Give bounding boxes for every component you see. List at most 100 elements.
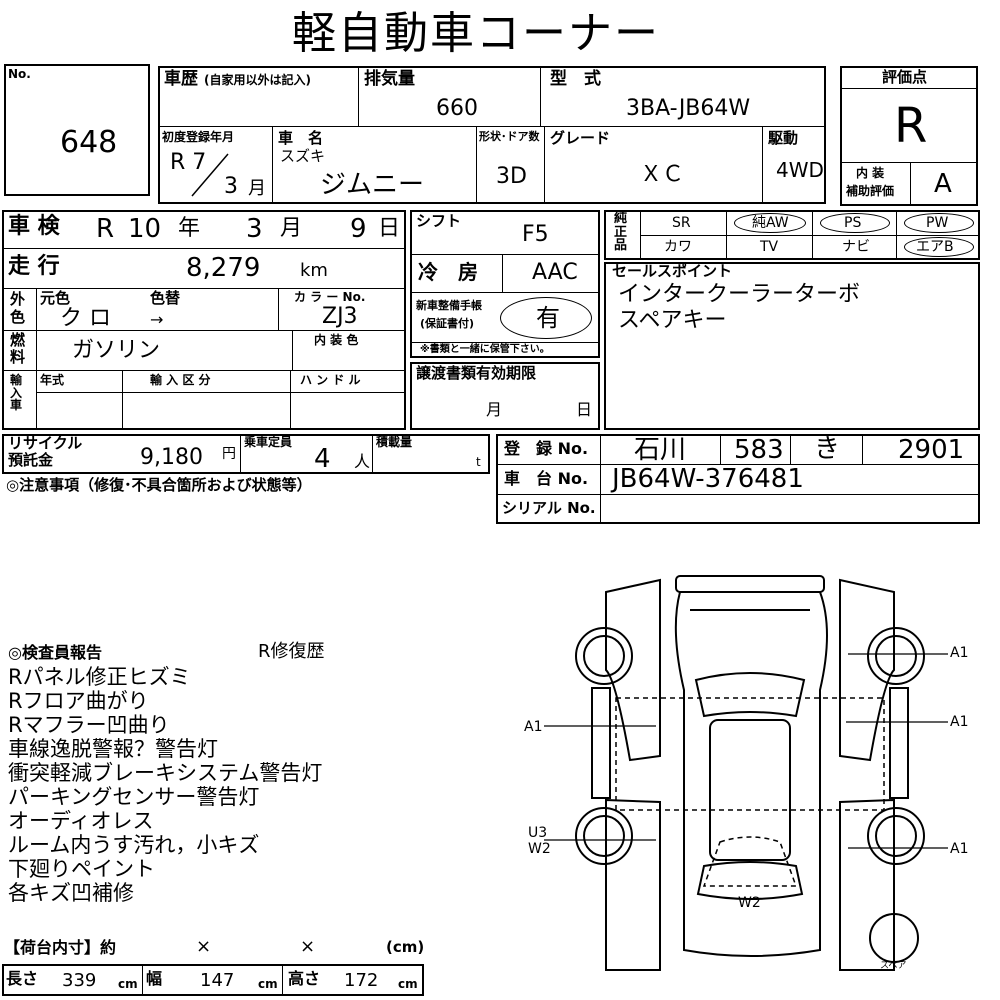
inspector-repair: R修復歴 — [258, 641, 325, 662]
diagram-label-a1-top-right: A1 — [950, 645, 969, 661]
recycle-label-1: リサイクル — [8, 434, 83, 452]
first-reg-month-unit: 月 — [248, 178, 266, 199]
cargo-hei: 172 — [344, 970, 379, 991]
mid-left-grid — [2, 210, 406, 430]
option-ps: PS — [844, 215, 862, 231]
fuel-value: ガソリン — [72, 338, 161, 363]
inspector-line: 車線逸脱警報？警告灯 — [8, 737, 218, 761]
lot-box — [4, 64, 150, 196]
chassis-label: 車 台 No. — [504, 469, 589, 488]
inspector-line: パーキングセンサー警告灯 — [8, 785, 260, 809]
lot-label: No. — [8, 67, 31, 81]
car-name-label: 車 名 — [278, 129, 324, 147]
doors-value: 3D — [496, 164, 527, 189]
inspector-line: Rパネル修正ヒズミ — [8, 665, 191, 689]
diagram-label-a1-mid-right: A1 — [950, 714, 969, 730]
sales-point-line-2: スペアキー — [618, 308, 727, 333]
first-reg-era: R 7 — [170, 150, 207, 175]
displacement-value: 660 — [436, 96, 478, 121]
aircon-label: 冷 房 — [418, 260, 478, 284]
manual-label-2: (保証書付) — [420, 317, 475, 330]
history-note: (自家用以外は記入) — [204, 73, 311, 87]
inspector-line: Rマフラー凹曲り — [8, 713, 170, 737]
inspection-year-unit: 年 — [178, 216, 201, 241]
outer-color-label-2: 色 — [10, 308, 26, 326]
import-handle-label: ハ ン ド ル — [300, 373, 361, 387]
mid-center-grid — [410, 210, 600, 358]
model-label: 型 式 — [550, 69, 601, 89]
inspection-year: 10 — [128, 214, 162, 244]
history-label: 車歴 — [164, 69, 198, 89]
chassis-value: JB64W-376481 — [612, 464, 804, 494]
grade-value: ＸＣ — [640, 162, 685, 187]
registration-grid — [496, 434, 980, 524]
cargo-label: 【荷台内寸】約 — [4, 938, 117, 957]
transfer-box — [410, 362, 600, 430]
inspector-label: ◎検査員報告 — [8, 643, 102, 662]
option-alloy-wheel: 純AW — [752, 215, 789, 231]
inspection-day: 9 — [350, 214, 367, 244]
fuel-label-2: 料 — [10, 348, 26, 366]
transfer-day-unit: 日 — [576, 400, 593, 419]
option-navi: ナビ — [842, 239, 870, 255]
color-code-label: カ ラ ー No. — [294, 290, 366, 304]
diagram-label-a1-bottom-right: A1 — [950, 841, 969, 857]
color-arrow: → — [150, 310, 164, 329]
doors-label: 形状･ドア数 — [479, 130, 540, 143]
cargo-wid-unit: cm — [258, 977, 278, 991]
options-label: 純正品 — [614, 211, 628, 254]
recycle-unit: 円 — [222, 446, 236, 462]
cargo-hei-label: 高さ — [288, 969, 321, 988]
manual-oval — [500, 297, 592, 339]
drive-label: 駆動 — [768, 129, 799, 147]
interior-value: A — [934, 169, 952, 199]
orig-color-value: ク ロ — [60, 306, 111, 331]
transfer-label: 譲渡書類有効期限 — [416, 364, 537, 382]
registration-region: 石川 — [634, 435, 687, 465]
capacity-label: 乗車定員 — [244, 435, 293, 449]
transfer-month-unit: 月 — [486, 400, 503, 419]
load-label: 積載量 — [376, 435, 413, 449]
score-box — [840, 66, 978, 206]
manual-note: ※書類と一緒に保管下さい。 — [420, 344, 550, 355]
aircon-value: AAC — [532, 260, 578, 285]
model-value: 3BA-JB64W — [626, 96, 751, 121]
inspection-era: R — [96, 214, 115, 244]
capacity-value: 4 — [314, 444, 331, 474]
option-airbag: エアB — [916, 239, 954, 255]
cargo-len-unit: cm — [118, 977, 138, 991]
cargo-unit-label: (cm) — [386, 938, 425, 956]
inspector-line: 各キズ凹補修 — [8, 881, 134, 905]
shift-value: F5 — [522, 222, 549, 247]
manual-label-1: 新車整備手帳 — [416, 299, 482, 312]
sales-point-label: セールスポイント — [612, 262, 733, 280]
mileage-label: 走 行 — [8, 254, 60, 279]
import-label: 輸入車 — [10, 373, 23, 413]
fuel-label-1: 燃 — [10, 331, 26, 349]
sales-point-box — [604, 262, 980, 430]
registration-number: 2901 — [898, 435, 965, 465]
registration-class: 583 — [734, 435, 784, 465]
recycle-grid — [2, 434, 490, 474]
import-type-label: 輸 入 区 分 — [150, 373, 211, 387]
interior-label-1: 内 装 — [856, 166, 885, 180]
diagram-label-a1-left: A1 — [524, 719, 543, 735]
score-value: R — [894, 98, 928, 154]
option-tv: TV — [760, 239, 779, 255]
interior-label-2: 補助評価 — [846, 184, 895, 198]
interior-color-label: 内 装 色 — [314, 333, 359, 347]
serial-label: シリアル No. — [502, 499, 596, 517]
color-code-value: ZJ3 — [322, 304, 358, 329]
cargo-wid: 147 — [200, 970, 235, 991]
cargo-times-1: × — [196, 936, 212, 957]
diagram-label-u3: U3 — [528, 825, 548, 841]
car-name: ジムニー — [320, 170, 425, 200]
first-reg-label: 初度登録年月 — [162, 130, 235, 144]
orig-color-label: 元色 — [40, 289, 71, 307]
outer-color-label-1: 外 — [10, 290, 26, 308]
diagram-label-w2-bottom: W2 — [738, 895, 761, 911]
registration-kana: き — [814, 434, 841, 464]
displacement-label: 排気量 — [364, 69, 415, 89]
import-year-label: 年式 — [40, 373, 65, 387]
cargo-grid — [2, 964, 424, 996]
